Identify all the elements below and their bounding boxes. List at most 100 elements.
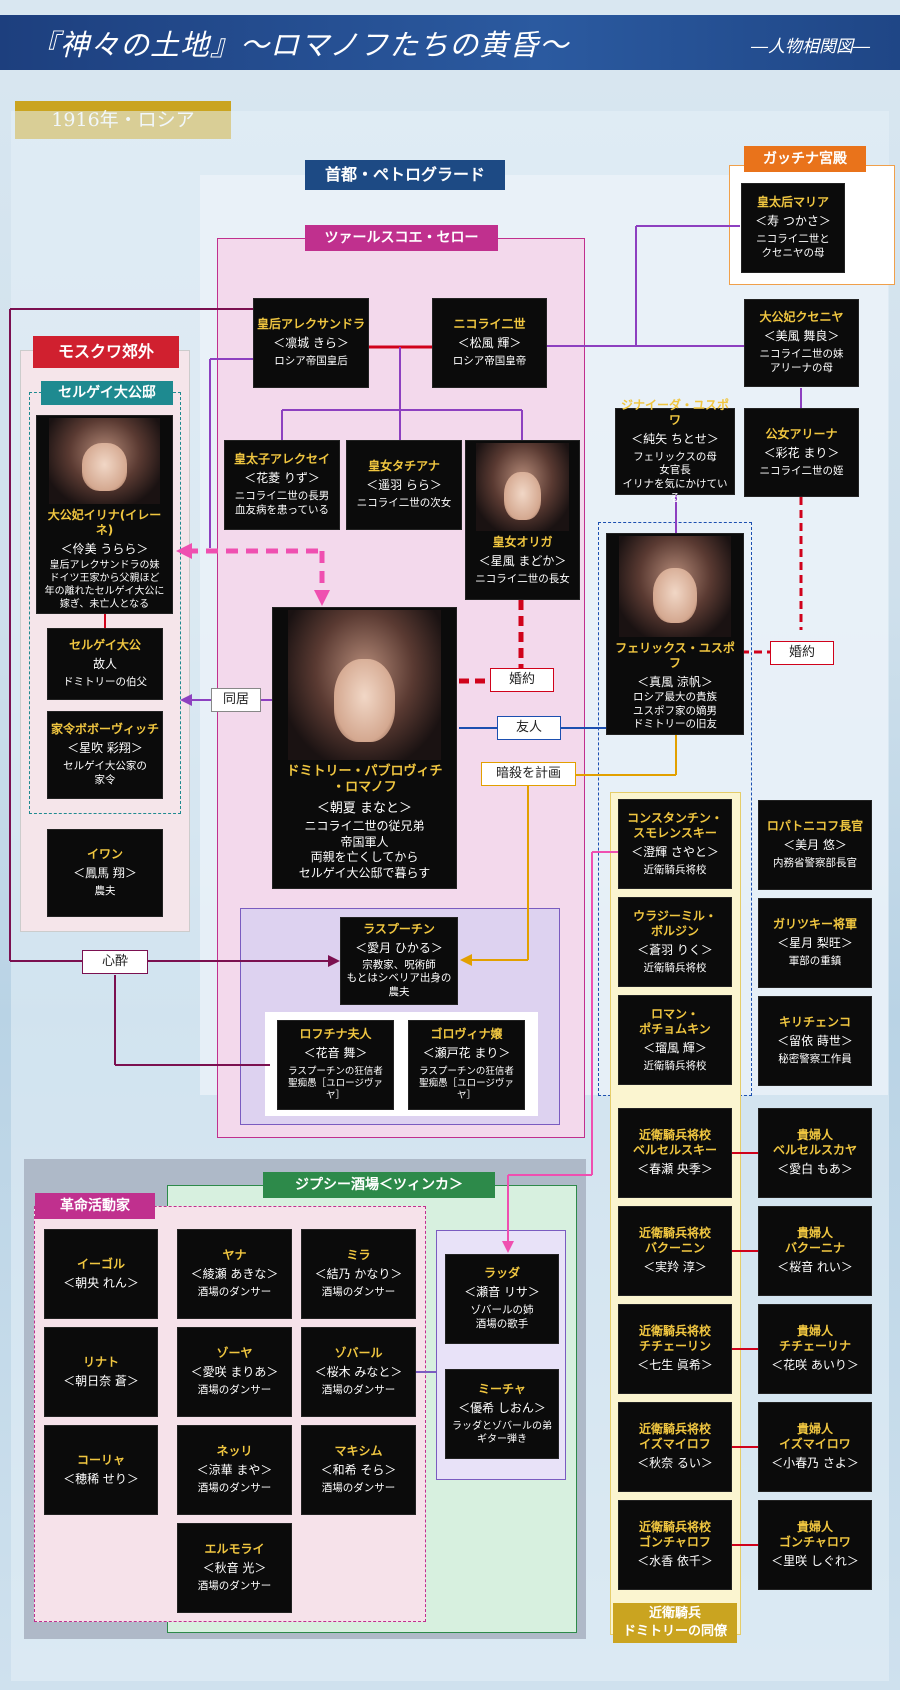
- card-lopatinov[interactable]: ロパトニコフ長官 ＜美月 悠＞ 内務省警察部長官: [758, 800, 872, 890]
- card-desc: ロシア帝国皇帝: [452, 355, 527, 368]
- card-actor: ＜蒼羽 りく＞: [637, 942, 713, 957]
- card-desc: 酒場のダンサー: [321, 1482, 396, 1495]
- card-name: ドミトリー・パブロヴィチ ・ロマノフ: [286, 764, 443, 796]
- card-garitsky[interactable]: ガリツキー将軍 ＜星月 梨旺＞ 軍部の重鎮: [758, 898, 872, 988]
- card-name: ロパトニコフ長官: [766, 819, 864, 834]
- card-izmailov[interactable]: 近衛騎兵将校 イズマイロフ ＜秋奈 るい＞: [618, 1402, 732, 1492]
- card-desc: ニコライ二世の妹 アリーナの母: [759, 348, 844, 375]
- card-name: フェリックス・ユスポフ: [615, 640, 735, 670]
- card-actor: ＜星風 まどか＞: [478, 554, 567, 568]
- card-kolya[interactable]: コーリャ ＜穂稀 せり＞: [44, 1425, 158, 1515]
- tsarskoye-label: ツァールスコエ・セロー: [305, 225, 498, 251]
- card-actor: ＜留依 蒔世＞: [777, 1034, 853, 1049]
- card-name: ラッダ: [483, 1266, 520, 1281]
- card-dmitri[interactable]: ドミトリー・パブロヴィチ ・ロマノフ ＜朝夏 まなと＞ ニコライ二世の従兄弟 帝…: [272, 607, 457, 889]
- card-actor: ＜七生 眞希＞: [637, 1358, 713, 1373]
- card-actor: ＜瑠風 輝＞: [643, 1040, 707, 1055]
- card-butler[interactable]: 家令ボボーヴィッチ ＜星吹 彩翔＞ セルゲイ大公家の 家令: [47, 711, 163, 799]
- card-actor: ＜花咲 あいり＞: [771, 1358, 859, 1373]
- card-olga[interactable]: 皇女オリガ ＜星風 まどか＞ ニコライ二世の長女: [465, 440, 580, 600]
- card-name: キリチェンコ: [778, 1015, 851, 1030]
- card-felix[interactable]: フェリックス・ユスポフ ＜真風 涼帆＞ ロシア最大の貴族 ユスポフ家の嫡男 ドミ…: [606, 533, 744, 735]
- card-tatiana[interactable]: 皇女タチアナ ＜遥羽 らら＞ ニコライ二世の次女: [346, 440, 462, 530]
- card-desc: 秘密警察工作員: [778, 1053, 852, 1066]
- card-name: 皇后アレクサンドラ: [257, 317, 366, 332]
- card-actor: ＜寿 つかさ＞: [755, 214, 831, 229]
- card-desc: 酒場のダンサー: [197, 1580, 272, 1593]
- card-igor[interactable]: イーゴル ＜朝央 れん＞: [44, 1229, 158, 1319]
- card-actor: ＜花音 舞＞: [303, 1046, 368, 1061]
- card-mira[interactable]: ミラ ＜結乃 かなり＞ 酒場のダンサー: [301, 1229, 416, 1319]
- card-alexandra[interactable]: 皇后アレクサンドラ ＜凛城 きら＞ ロシア帝国皇后: [253, 298, 369, 388]
- card-actor: ＜花菱 りず＞: [244, 471, 320, 486]
- card-lady-bakunina[interactable]: 貴婦人 バクーニナ ＜桜音 れい＞: [758, 1206, 872, 1296]
- card-xenia[interactable]: 大公妃クセニヤ ＜美風 舞良＞ ニコライ二世の妹 アリーナの母: [744, 299, 859, 387]
- card-name: ラスプーチン: [363, 922, 435, 937]
- card-actor: ＜愛白 もあ＞: [777, 1162, 853, 1177]
- card-sergei[interactable]: セルゲイ大公 故人 ドミトリーの伯父: [47, 628, 163, 700]
- page-subtitle: ―人物相関図―: [751, 37, 870, 57]
- card-desc: ドミトリーの伯父: [63, 676, 147, 689]
- card-lady-bercelskaya[interactable]: 貴婦人 ベルセルスカヤ ＜愛白 もあ＞: [758, 1108, 872, 1198]
- card-maxim[interactable]: マキシム ＜和希 そら＞ 酒場のダンサー: [301, 1425, 416, 1515]
- card-lofchina[interactable]: ロフチナ夫人 ＜花音 舞＞ ラスプーチンの狂信者 聖痴愚［ユロージヴァヤ］: [277, 1020, 394, 1110]
- card-desc: 皇后アレクサンドラの妹 ドイツ王家から父親ほど 年の離れたセルゲイ大公に 嫁ぎ、…: [44, 560, 165, 610]
- card-lady-izmailova[interactable]: 貴婦人 イズマイロワ ＜小春乃 さよ＞: [758, 1402, 872, 1492]
- card-yana[interactable]: ヤナ ＜綾瀬 あきな＞ 酒場のダンサー: [177, 1229, 292, 1319]
- card-desc: 近衛騎兵将校: [643, 863, 707, 876]
- card-kirichenko[interactable]: キリチェンコ ＜留依 蒔世＞ 秘密警察工作員: [758, 996, 872, 1086]
- card-name: 皇女タチアナ: [368, 459, 440, 474]
- card-nicholas[interactable]: ニコライ二世 ＜松風 輝＞ ロシア帝国皇帝: [432, 298, 547, 388]
- card-chechurin[interactable]: 近衛騎兵将校 チチェーリン ＜七生 眞希＞: [618, 1304, 732, 1394]
- card-actor: ＜実羚 淳＞: [643, 1260, 707, 1275]
- card-name: コーリャ: [76, 1452, 125, 1467]
- card-name: イーゴル: [76, 1256, 125, 1271]
- card-nelly[interactable]: ネッリ ＜涼華 まや＞ 酒場のダンサー: [177, 1425, 292, 1515]
- card-misha[interactable]: ミーチャ ＜優希 しおん＞ ラッダとゾバールの弟 ギター弾き: [445, 1369, 559, 1459]
- card-zoya[interactable]: ゾーヤ ＜愛咲 まりあ＞ 酒場のダンサー: [177, 1327, 292, 1417]
- card-rinat[interactable]: リナト ＜朝日奈 蒼＞: [44, 1327, 158, 1417]
- card-ivan[interactable]: イワン ＜鳳馬 翔＞ 農夫: [47, 829, 163, 917]
- card-actor: ＜和希 そら＞: [320, 1463, 397, 1478]
- card-actor: ＜星月 梨旺＞: [777, 936, 853, 951]
- card-name: 公女アリーナ: [765, 426, 838, 441]
- card-lada[interactable]: ラッダ ＜瀬音 リサ＞ ゾバールの姉 酒場の歌手: [445, 1254, 559, 1344]
- card-lady-chechurina[interactable]: 貴婦人 チチェーリナ ＜花咲 あいり＞: [758, 1304, 872, 1394]
- card-rasputin[interactable]: ラスプーチン ＜愛月 ひかる＞ 宗教家、呪術師 もとはシベリア出身の 農夫: [340, 917, 458, 1005]
- card-ermolai[interactable]: エルモライ ＜秋音 光＞ 酒場のダンサー: [177, 1523, 292, 1613]
- card-name: コンスタンチン・ スモレンスキー: [627, 810, 723, 840]
- card-desc: ニコライ二世と クセニヤの母: [756, 233, 830, 260]
- card-desc: 酒場のダンサー: [197, 1482, 272, 1495]
- card-name: ゾーヤ: [216, 1346, 253, 1361]
- card-actor: ＜結乃 かなり＞: [314, 1267, 403, 1282]
- card-vladimir[interactable]: ウラジーミル・ ボルジン ＜蒼羽 りく＞ 近衛騎兵将校: [618, 897, 732, 987]
- card-bakunin[interactable]: 近衛騎兵将校 バクーニン ＜実羚 淳＞: [618, 1206, 732, 1296]
- card-name: 皇女オリガ: [492, 535, 553, 549]
- card-irina[interactable]: 大公妃イリナ(イレーネ) ＜伶美 うらら＞ 皇后アレクサンドラの妹 ドイツ王家か…: [36, 415, 173, 614]
- card-roman[interactable]: ロマン・ ポチョムキン ＜瑠風 輝＞ 近衛騎兵将校: [618, 995, 732, 1085]
- card-golovina[interactable]: ゴロヴィナ嬢 ＜瀬戸花 まり＞ ラスプーチンの狂信者 聖痴愚［ユロージヴァヤ］: [408, 1020, 525, 1110]
- card-name: ニコライ二世: [453, 317, 526, 332]
- card-lady-goncharova[interactable]: 貴婦人 ゴンチャロワ ＜里咲 しぐれ＞: [758, 1500, 872, 1590]
- card-actor: ＜鳳馬 翔＞: [73, 866, 137, 881]
- card-desc: 酒場のダンサー: [321, 1286, 396, 1299]
- card-bercelsky[interactable]: 近衛騎兵将校 ベルセルスキー ＜春瀬 央季＞: [618, 1108, 732, 1198]
- sergei-house-label: セルゲイ大公邸: [41, 381, 173, 405]
- card-actor: ＜松風 輝＞: [457, 336, 522, 351]
- card-name: リナト: [82, 1354, 119, 1369]
- card-zovar[interactable]: ゾバール ＜桜木 みなと＞ 酒場のダンサー: [301, 1327, 416, 1417]
- card-actor: ＜澄輝 さやと＞: [631, 844, 719, 859]
- card-alexei[interactable]: 皇太子アレクセイ ＜花菱 りず＞ ニコライ二世の長男 血友病を患っている: [224, 440, 340, 530]
- card-goncharov[interactable]: 近衛騎兵将校 ゴンチャロフ ＜水香 依千＞: [618, 1500, 732, 1590]
- card-desc: ロシア帝国皇后: [274, 355, 348, 368]
- card-name: ネッリ: [216, 1444, 253, 1459]
- moscow-label: モスクワ郊外: [33, 336, 179, 368]
- card-alina[interactable]: 公女アリーナ ＜彩花 まり＞ ニコライ二世の姪: [744, 408, 859, 497]
- card-name: ジナイーダ・ユスポワ: [620, 397, 729, 427]
- card-actor: 故人: [92, 657, 117, 672]
- card-actor: ＜水香 依千＞: [637, 1554, 713, 1569]
- card-konstantin[interactable]: コンスタンチン・ スモレンスキー ＜澄輝 さやと＞ 近衛騎兵将校: [618, 799, 732, 889]
- card-zinaida[interactable]: ジナイーダ・ユスポワ ＜純矢 ちとせ＞ フェリックスの母 女官長 イリナを気にか…: [615, 398, 735, 504]
- card-maria[interactable]: 皇太后マリア ＜寿 つかさ＞ ニコライ二世と クセニヤの母: [741, 183, 845, 273]
- card-name: マキシム: [334, 1444, 383, 1459]
